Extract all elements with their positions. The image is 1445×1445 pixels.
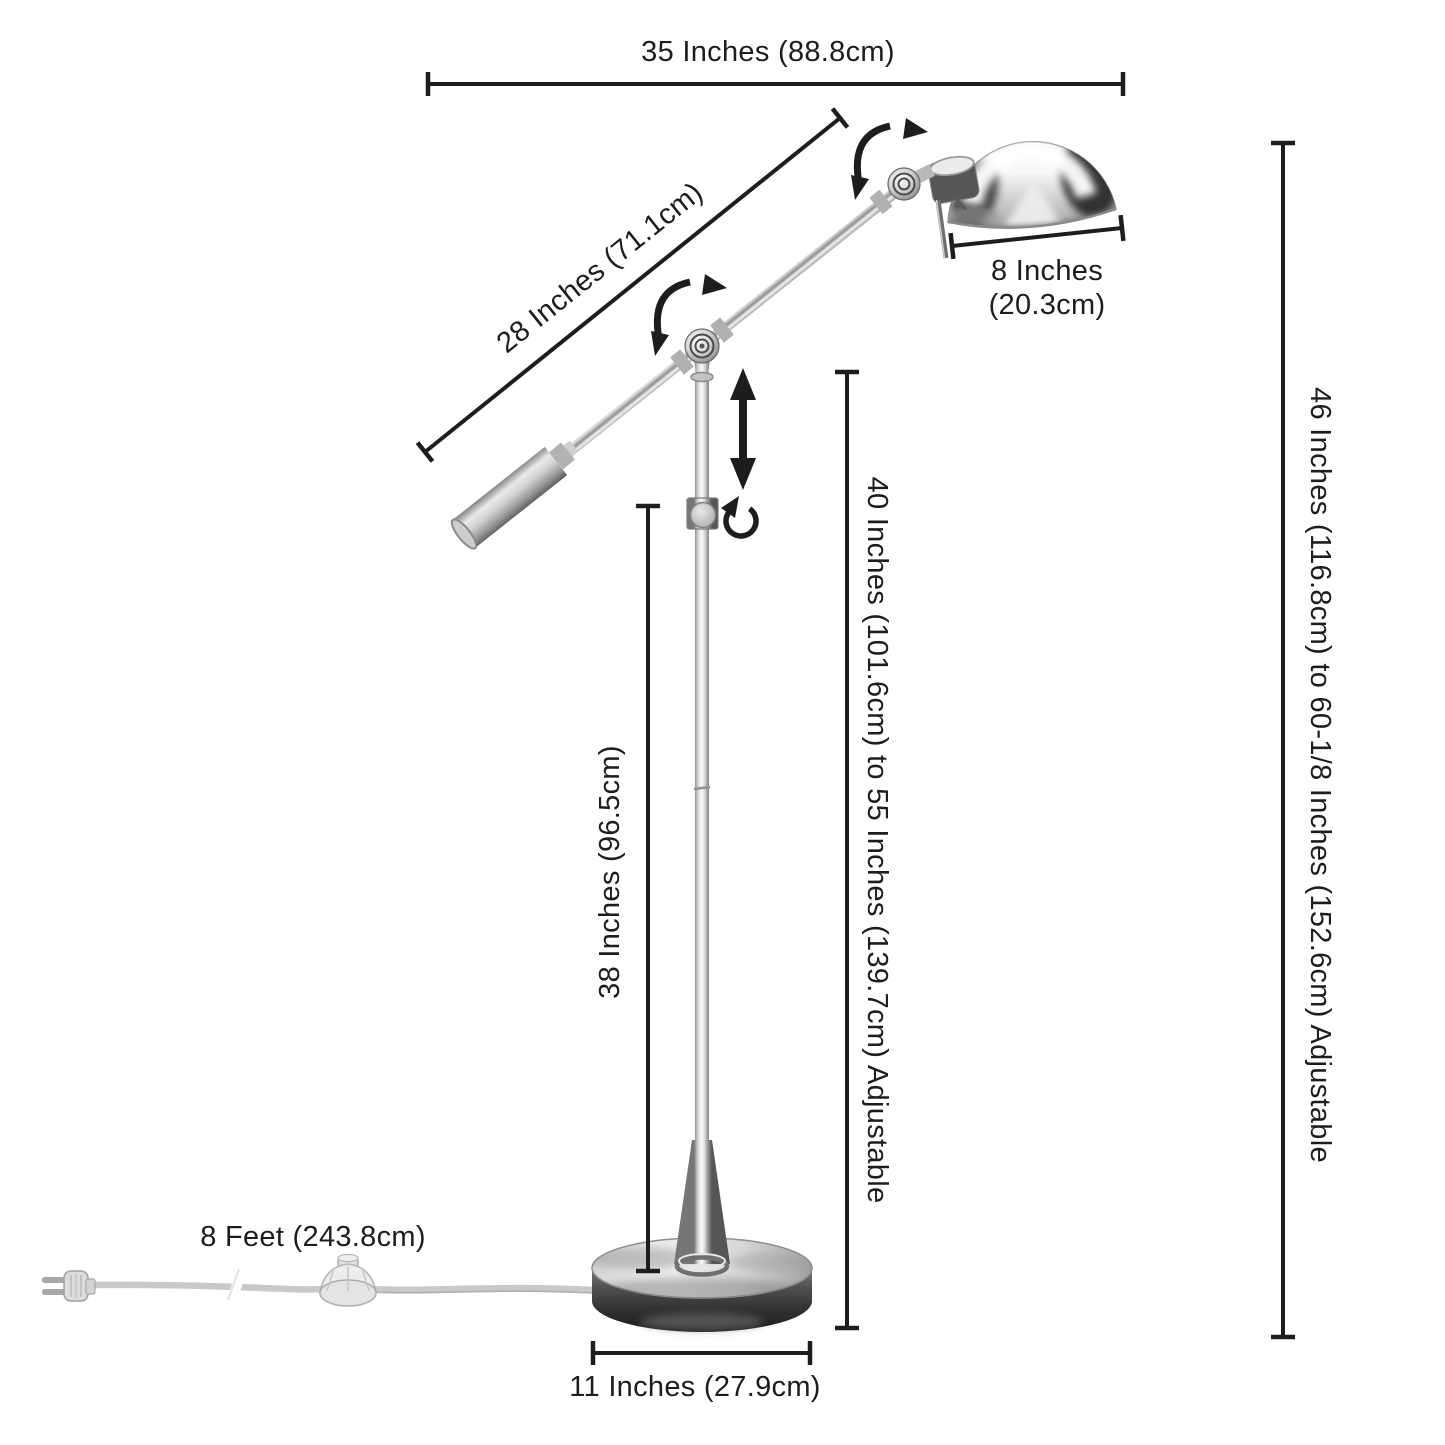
elbow-joint (869, 164, 935, 215)
power-plug (42, 1270, 96, 1302)
arm-pivot-arrow-icon (651, 274, 727, 356)
shade-highlight-arch (961, 141, 1097, 206)
height-adjust-arrow-icon (730, 368, 756, 490)
dim-line-shade-width (948, 214, 1126, 260)
shade-switch-lever (935, 196, 968, 259)
shade-width-line2: (20.3cm) (988, 289, 1106, 321)
cord-break-mark (226, 1266, 248, 1304)
pole-height-label: 38 Inches (96.5cm) (594, 745, 626, 999)
dim-line-overall-height (1271, 140, 1295, 1340)
counterweight-collar (548, 442, 576, 470)
pole-cone (674, 1140, 730, 1264)
arm-pivot-joint (670, 317, 734, 383)
dim-line-pole-height (636, 503, 660, 1274)
shade-width-line1: 8 Inches (990, 255, 1104, 287)
dim-line-arm-length (415, 107, 850, 463)
shade-width-label: 8 Inches (20.3cm) (989, 254, 1106, 322)
counterweight (453, 446, 568, 548)
dim-line-base-diameter (590, 1341, 813, 1365)
pole-ring (674, 1255, 730, 1277)
foot-switch (319, 1254, 377, 1307)
pole-to-arm-height-label: 40 Inches (101.6cm) to 55 Inches (139.7c… (861, 476, 893, 1204)
shade-rim (947, 207, 1117, 229)
lamp-pole (674, 376, 730, 1277)
overall-height-label: 46 Inches (116.8cm) to 60-1/8 Inches (15… (1304, 387, 1336, 1163)
overall-width-label: 35 Inches (88.8cm) (641, 36, 895, 68)
pole-rotate-arrow-icon (721, 496, 759, 539)
lamp-arm (450, 185, 902, 550)
dim-line-overall-width (425, 72, 1126, 96)
dimension-lines (415, 72, 1295, 1365)
shade-hub (927, 155, 980, 204)
adjustment-knob (689, 501, 717, 529)
pole-seam (693, 785, 711, 791)
dim-line-pole-to-arm-height (835, 369, 859, 1331)
shade-tilt-arrow-icon (851, 118, 928, 200)
base-diameter-label: 11 Inches (27.9cm) (569, 1371, 821, 1403)
cord-length-label: 8 Feet (243.8cm) (200, 1221, 426, 1253)
